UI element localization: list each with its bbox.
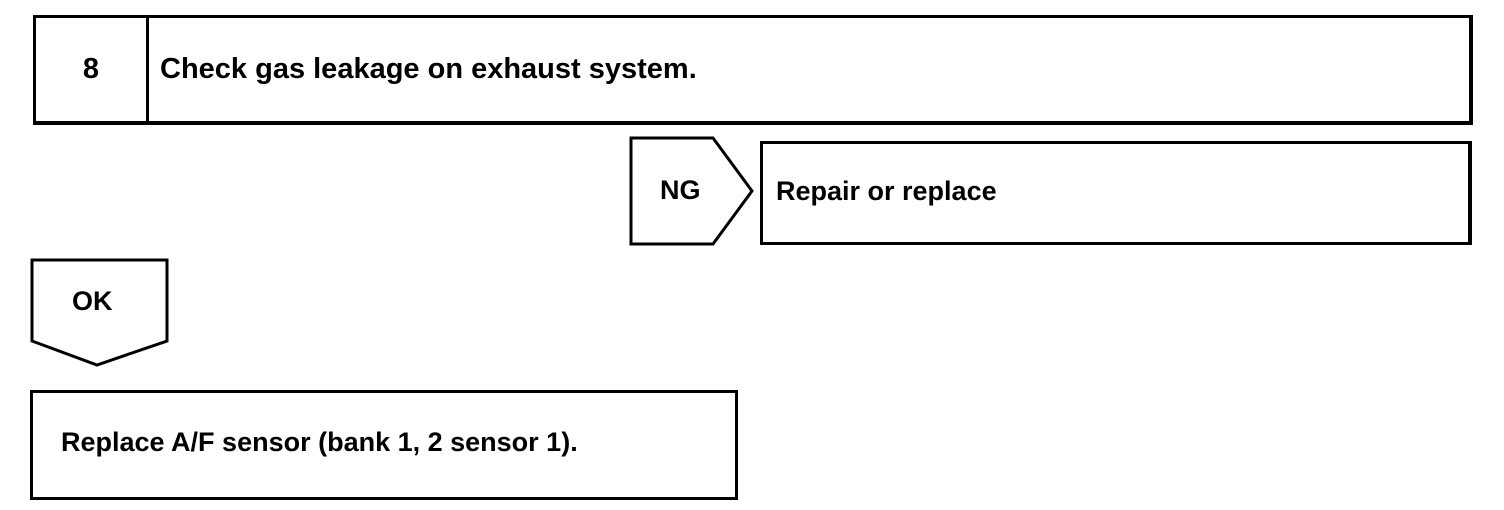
step-box: [33, 15, 1473, 125]
step-divider: [146, 15, 149, 122]
ok-label: OK: [72, 286, 113, 316]
step-number: 8: [82, 53, 100, 85]
ok-action-text: Replace A/F sensor (bank 1, 2 sensor 1).: [61, 427, 578, 457]
ng-label: NG: [660, 175, 701, 205]
ok-action-box: [30, 390, 738, 500]
ng-arrow-shape: [629, 136, 754, 246]
ng-action-box: [760, 141, 1472, 245]
ng-action-text: Repair or replace: [776, 176, 997, 206]
step-title: Check gas leakage on exhaust system.: [160, 53, 697, 85]
ok-arrow-shape: [30, 258, 169, 367]
